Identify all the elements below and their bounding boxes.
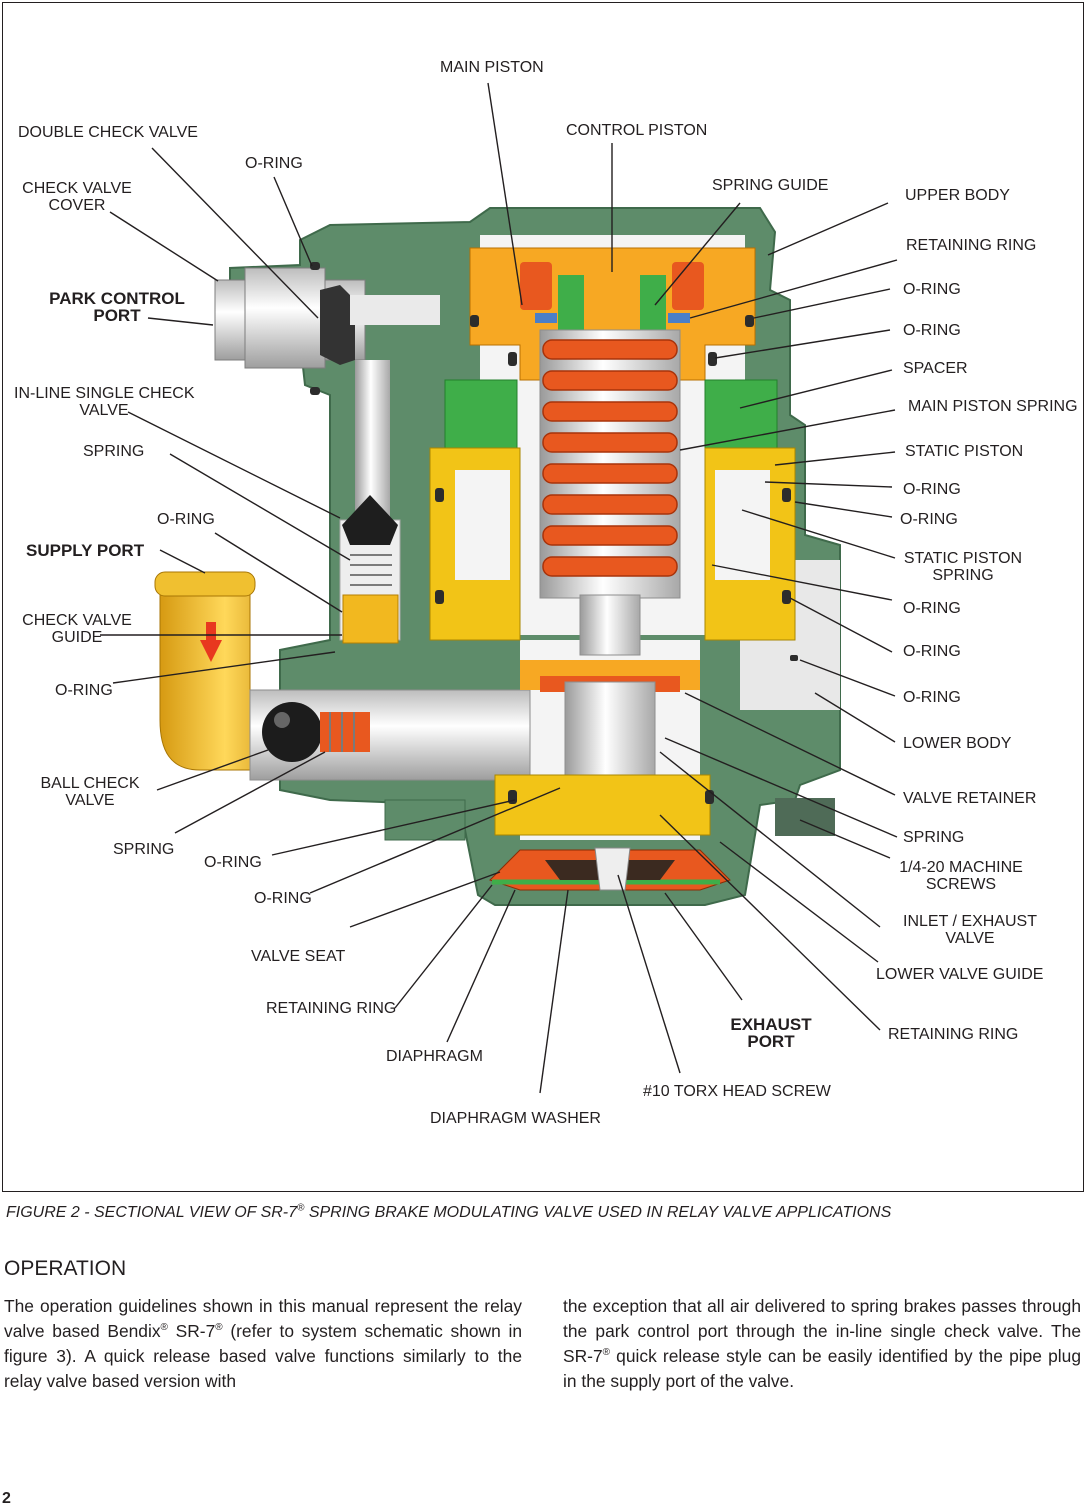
label-retaining-ring-top: RETAINING RING <box>906 237 1037 254</box>
check-valve-guide-part <box>342 594 399 644</box>
label-retaining-ring-bottom-left: RETAINING RING <box>266 1000 397 1017</box>
label-in-line-single-check-valve: IN-LINE SINGLE CHECK VALVE <box>14 385 195 419</box>
label-static-piston: STATIC PISTON <box>905 443 1024 460</box>
label-o-ring-r5: O-RING <box>903 600 961 617</box>
section-heading: OPERATION <box>4 1257 127 1280</box>
body-text-left-column: The operation guidelines shown in this m… <box>4 1296 522 1391</box>
label-valve-retainer: VALVE RETAINER <box>903 790 1037 807</box>
label-machine-screws: 1/4-20 MACHINE SCREWS <box>899 859 1023 893</box>
figure-frame <box>2 2 1084 1192</box>
label-supply-port: SUPPLY PORT <box>26 541 145 560</box>
label-spring-bottom-left: SPRING <box>113 841 175 858</box>
label-inlet-exhaust-valve: INLET / EXHAUST VALVE <box>903 913 1037 947</box>
mount-boss <box>775 798 835 836</box>
label-spring-right: SPRING <box>903 829 965 846</box>
ball-check-spring <box>320 712 370 752</box>
lower-valve-guide-part <box>494 774 711 836</box>
ball-check-ball <box>262 702 322 762</box>
label-check-valve-cover: CHECK VALVE COVER <box>22 180 132 214</box>
label-o-ring-r7: O-RING <box>903 689 961 706</box>
body-text-right-column: the exception that all air delivered to … <box>563 1296 1081 1391</box>
label-o-ring-1: O-RING <box>245 155 303 172</box>
label-static-piston-spring: STATIC PISTON SPRING <box>903 550 1023 584</box>
page-number: 2 <box>2 1490 11 1507</box>
label-diaphragm-washer: DIAPHRAGM WASHER <box>430 1110 601 1127</box>
label-diaphragm: DIAPHRAGM <box>386 1048 483 1065</box>
label-upper-body: UPPER BODY <box>905 187 1010 204</box>
label-lower-body: LOWER BODY <box>903 735 1012 752</box>
label-spring-guide: SPRING GUIDE <box>712 177 829 194</box>
label-main-piston: MAIN PISTON <box>440 59 544 76</box>
label-o-ring-r2: O-RING <box>903 322 961 339</box>
label-lower-valve-guide: LOWER VALVE GUIDE <box>876 966 1044 983</box>
label-exhaust-port: EXHAUST PORT <box>730 1015 812 1051</box>
label-spring-left: SPRING <box>83 443 145 460</box>
spacer-right <box>704 379 778 449</box>
label-main-piston-spring: MAIN PISTON SPRING <box>908 398 1078 415</box>
label-o-ring-r4: O-RING <box>900 511 958 528</box>
label-check-valve-guide: CHECK VALVE GUIDE <box>22 612 132 646</box>
label-o-ring-bottom-1: O-RING <box>204 854 262 871</box>
main-piston-spring-coils <box>542 339 678 577</box>
figure-caption: FIGURE 2 - SECTIONAL VIEW OF SR-7® SPRIN… <box>6 1202 892 1221</box>
label-o-ring-r6: O-RING <box>903 643 961 660</box>
label-o-ring-r1: O-RING <box>903 281 961 298</box>
label-spacer: SPACER <box>903 360 968 377</box>
label-valve-seat: VALVE SEAT <box>251 948 346 965</box>
torx-screw-part <box>594 847 631 891</box>
spacer-left <box>444 379 518 449</box>
label-o-ring-left-2: O-RING <box>157 511 215 528</box>
label-torx-head-screw: #10 TORX HEAD SCREW <box>643 1083 831 1100</box>
label-double-check-valve: DOUBLE CHECK VALVE <box>18 124 198 141</box>
label-o-ring-r3: O-RING <box>903 481 961 498</box>
label-o-ring-left-3: O-RING <box>55 682 113 699</box>
label-control-piston: CONTROL PISTON <box>566 122 708 139</box>
double-check-valve-disc <box>320 285 355 365</box>
label-retaining-ring-bottom-right: RETAINING RING <box>888 1026 1019 1043</box>
valve-sectional-diagram <box>100 82 898 1094</box>
inline-check-valve-poppet <box>342 495 398 545</box>
o-ring-dots <box>310 262 798 804</box>
label-ball-check-valve: BALL CHECK VALVE <box>40 775 140 809</box>
label-o-ring-bottom-2: O-RING <box>254 890 312 907</box>
label-park-control-port: PARK CONTROL PORT <box>49 289 185 325</box>
